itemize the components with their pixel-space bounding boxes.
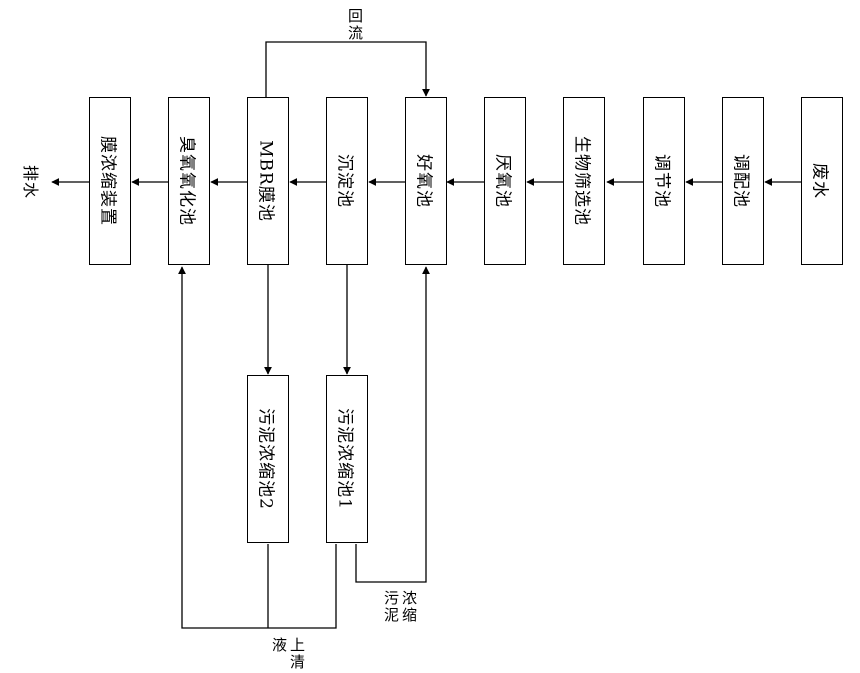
label-supernatant: 上清液	[270, 637, 306, 671]
box-sludge-thickener-1: 污泥浓缩池1	[326, 375, 368, 543]
arrow-concentrated-sludge	[355, 266, 430, 583]
box-anaerobic-tank: 厌氧池	[484, 97, 526, 265]
arrow-reflux	[265, 41, 430, 97]
label-concentrated-sludge: 浓缩污泥	[382, 590, 418, 624]
line-supernatant-thickener1	[268, 544, 337, 629]
box-regulating-tank: 调节池	[643, 97, 685, 265]
arrow-supernatant-to-ozone	[178, 266, 268, 629]
label-aerobic-tank: 好氧池	[413, 154, 434, 208]
label-reflux: 回流	[346, 8, 364, 42]
label-wastewater: 废水	[809, 163, 830, 199]
box-membrane-concentrator: 膜浓缩装置	[89, 97, 131, 265]
label-blending-tank: 调配池	[730, 154, 751, 208]
label-bio-screening-tank: 生物筛选池	[571, 136, 592, 226]
box-sludge-thickener-2: 污泥浓缩池2	[247, 375, 289, 543]
label-sludge-thickener-1: 污泥浓缩池1	[334, 408, 355, 510]
label-anaerobic-tank: 厌氧池	[492, 154, 513, 208]
label-sludge-thickener-2: 污泥浓缩池2	[255, 408, 276, 510]
box-wastewater: 废水	[801, 97, 843, 265]
label-mbr-tank: MBR膜池	[255, 140, 276, 222]
label-membrane-concentrator: 膜浓缩装置	[97, 136, 118, 226]
label-discharge: 排水	[21, 164, 40, 200]
box-mbr-tank: MBR膜池	[247, 97, 289, 265]
box-sedimentation-tank: 沉淀池	[326, 97, 368, 265]
label-sedimentation-tank: 沉淀池	[334, 154, 355, 208]
label-regulating-tank: 调节池	[651, 154, 672, 208]
box-ozone-tank: 臭氧氧化池	[168, 97, 210, 265]
box-aerobic-tank: 好氧池	[405, 97, 447, 265]
box-blending-tank: 调配池	[722, 97, 764, 265]
box-bio-screening-tank: 生物筛选池	[563, 97, 605, 265]
label-ozone-tank: 臭氧氧化池	[176, 136, 197, 226]
